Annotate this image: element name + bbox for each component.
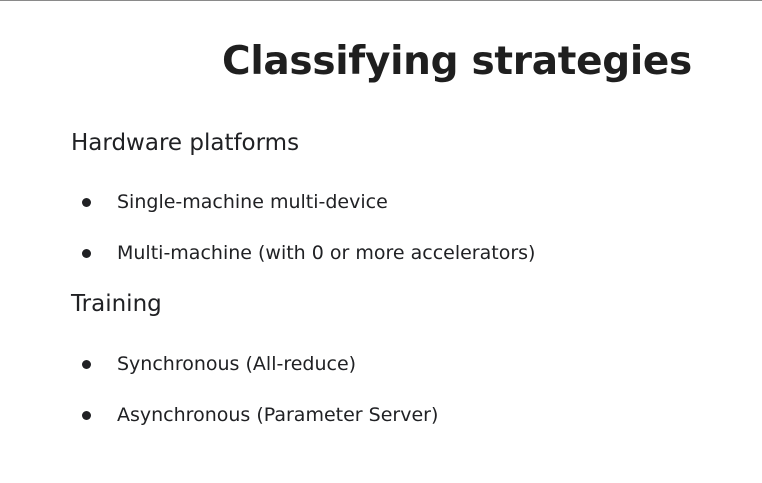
- bullet-text: Multi-machine (with 0 or more accelerato…: [117, 242, 536, 264]
- bullet-dot-icon: [82, 197, 91, 207]
- bullet-item: Single-machine multi-device: [82, 189, 388, 215]
- bullet-item: Multi-machine (with 0 or more accelerato…: [82, 240, 535, 266]
- bullet-dot-icon: [82, 359, 91, 369]
- bullet-dot-icon: [82, 410, 91, 420]
- bullet-text: Synchronous (All-reduce): [117, 353, 357, 375]
- section-heading-hardware-platforms: Hardware platforms: [71, 130, 300, 156]
- bullet-dot-icon: [82, 248, 91, 258]
- section-heading-training: Training: [71, 291, 162, 317]
- bullet-item: Asynchronous (Parameter Server): [82, 402, 438, 428]
- bullet-item: Synchronous (All-reduce): [82, 351, 356, 377]
- bullet-text: Asynchronous (Parameter Server): [117, 404, 439, 426]
- bullet-text: Single-machine multi-device: [117, 191, 388, 213]
- top-border-line: [0, 0, 762, 1]
- slide-title: Classifying strategies: [222, 39, 692, 84]
